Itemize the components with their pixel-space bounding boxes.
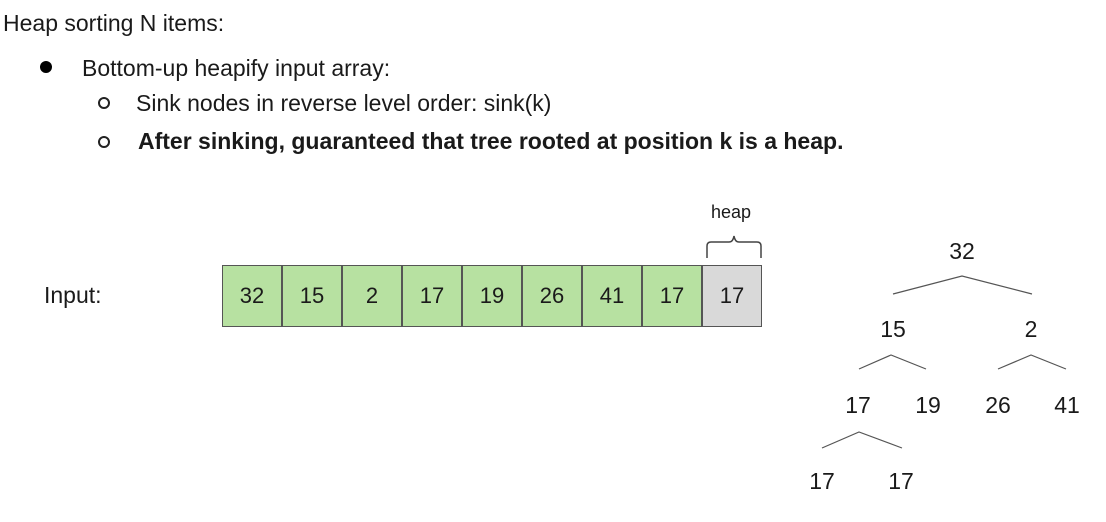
- array-cell: 2: [342, 265, 402, 327]
- array-cell: 19: [462, 265, 522, 327]
- tree-edge: [997, 354, 1067, 370]
- array-cell: 32: [222, 265, 282, 327]
- heap-label: heap: [711, 202, 752, 222]
- title: Heap sorting N items:: [3, 10, 225, 36]
- tree-node: 15: [880, 316, 906, 342]
- array-cell: 17: [402, 265, 462, 327]
- sub-bullet-sink: Sink nodes in reverse level order: sink(…: [136, 90, 552, 116]
- tree-node: 32: [949, 238, 975, 264]
- sub-bullet-circle: [98, 97, 110, 109]
- bullet-heapify: Bottom-up heapify input array:: [82, 55, 391, 81]
- tree-node: 17: [888, 468, 914, 494]
- tree-edge: [821, 431, 903, 449]
- tree-node: 17: [845, 392, 871, 418]
- array-cell: 15: [282, 265, 342, 327]
- bullet-dot: [40, 61, 52, 73]
- array-cell-heap: 17: [702, 265, 762, 327]
- sub-bullet-guarantee: After sinking, guaranteed that tree root…: [138, 128, 844, 154]
- array-cell: 41: [582, 265, 642, 327]
- tree-node: 19: [915, 392, 941, 418]
- array-cell: 17: [642, 265, 702, 327]
- tree-edge: [858, 354, 927, 370]
- tree-edge: [892, 275, 1033, 295]
- array-cell: 26: [522, 265, 582, 327]
- tree-node: 26: [985, 392, 1011, 418]
- tree-node: 41: [1054, 392, 1080, 418]
- tree-node: 17: [809, 468, 835, 494]
- input-label: Input:: [44, 282, 102, 308]
- heap-brace: [706, 235, 762, 258]
- sub-bullet-circle: [98, 136, 110, 148]
- tree-node: 2: [1024, 316, 1038, 342]
